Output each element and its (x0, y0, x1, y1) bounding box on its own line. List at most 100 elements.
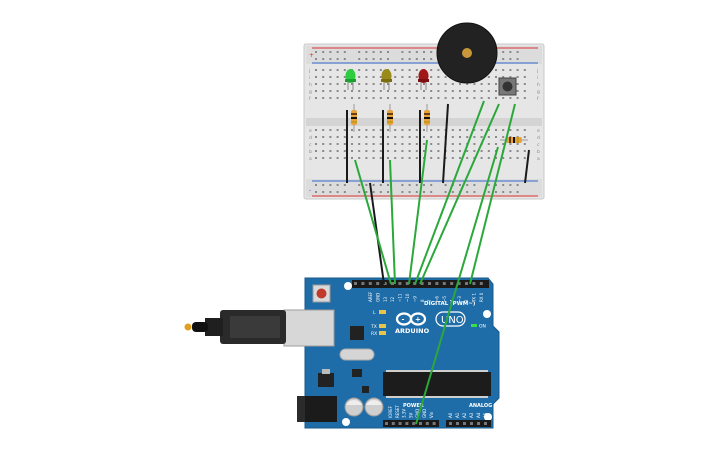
led-red[interactable] (418, 69, 429, 90)
mount-hole (344, 282, 352, 290)
digital-pin-label: ~11 (398, 293, 403, 302)
led-red-rim (418, 79, 429, 82)
on-led (471, 324, 477, 327)
wire-red-led3 (408, 139, 428, 285)
digital-pin-label: ~3 (457, 296, 462, 302)
row-letter: b (537, 149, 540, 155)
atmega-chip (383, 372, 491, 396)
bottom-header-pins (385, 422, 487, 425)
power-pin-label: GND (422, 409, 427, 418)
resistor-4[interactable] (500, 137, 528, 143)
usb-socket (283, 309, 335, 347)
tx-label: TX (370, 324, 377, 330)
usb-port (283, 309, 335, 347)
svg-text:+: + (415, 316, 421, 324)
model-badge (435, 311, 466, 327)
digital-pin-label: TX 1 (472, 293, 477, 303)
wire-buzzer (414, 100, 485, 285)
resistor-3[interactable] (424, 104, 430, 132)
breadboard-holes (315, 51, 526, 193)
top-power-rail (306, 46, 542, 64)
analog-pin-label: A4 (476, 412, 481, 418)
row-letter: d (309, 135, 312, 141)
row-letter: h (537, 82, 540, 88)
led-l-label: L (373, 310, 376, 316)
digital-pin-label: ~5 (442, 296, 447, 302)
power-pin-label: GND (415, 409, 420, 418)
wire-button-5v (415, 146, 499, 425)
piezo-buzzer[interactable] (436, 22, 498, 84)
row-letter: j (536, 68, 538, 74)
power-pin-label: 5V (408, 412, 413, 418)
rx-label: RX (371, 331, 377, 337)
row-letter: h (309, 82, 312, 88)
small-ic (362, 386, 369, 393)
usb-cable[interactable] (184, 310, 287, 344)
row-letter: c (537, 143, 540, 148)
row-letter: e (537, 129, 540, 134)
usb-cable-tip (184, 323, 192, 331)
row-letter: f (309, 96, 311, 102)
chip-pins-top (386, 370, 488, 372)
power-jack (297, 396, 337, 422)
row-letter: a (309, 157, 312, 162)
led-tx (379, 324, 386, 328)
power-header (383, 420, 439, 427)
crystal (339, 348, 375, 361)
power-pin-label: IOREF (388, 405, 393, 418)
led-green-rim (345, 79, 356, 82)
resistor-2[interactable] (387, 104, 393, 132)
connection-wires (354, 100, 516, 425)
dc-jack-edge (297, 396, 305, 422)
digital-pin-label: 2 (464, 299, 469, 302)
usb-strain-relief (205, 318, 223, 336)
power-pin-label: Vin (429, 411, 434, 418)
push-button[interactable] (498, 77, 517, 96)
digital-pin-label: 12 (390, 296, 395, 302)
digital-pin-label: ~10 (405, 293, 410, 302)
digital-pin-label: 7 (427, 299, 432, 302)
row-letter: e (309, 129, 312, 134)
led-yellow-rim (381, 79, 392, 82)
row-letter: b (309, 149, 312, 155)
row-letter: d (537, 135, 540, 141)
rail-sign-plus: + (309, 52, 314, 59)
digital-pin-label: GND (375, 293, 380, 302)
capacitor-top (366, 400, 382, 405)
mount-hole (342, 418, 350, 426)
led-l (379, 310, 386, 314)
row-letter: j (308, 68, 310, 74)
led-yellow[interactable] (381, 69, 392, 90)
power-pin-label: RESET (395, 405, 400, 418)
capacitor-top (346, 400, 362, 405)
row-letter: g (309, 90, 312, 95)
on-label: ON (479, 324, 486, 330)
digital-pin-label: ~9 (412, 296, 417, 302)
mount-hole (483, 310, 491, 318)
analog-pin-label: A0 (448, 412, 453, 418)
power-label: POWER (403, 403, 424, 409)
row-letter: g (537, 90, 540, 95)
wire-buzzer-2 (419, 103, 500, 285)
buzzer-center (462, 48, 472, 58)
chip-pins-bottom (386, 396, 488, 398)
regulator-tab (322, 369, 330, 374)
analog-pin-label: A1 (455, 412, 460, 418)
rail-sign-minus: - (309, 187, 311, 194)
resistor-1[interactable] (351, 104, 357, 132)
row-letter: i (309, 75, 310, 81)
analog-pin-label: A2 (462, 412, 467, 418)
wire-green-led1 (354, 159, 392, 285)
model-label: UNO (441, 315, 464, 326)
led-rx (379, 331, 386, 335)
arduino-logo: - + (395, 312, 427, 326)
led-green[interactable] (345, 69, 356, 90)
wire-button (469, 103, 516, 285)
usb-plug-grip (230, 316, 280, 338)
